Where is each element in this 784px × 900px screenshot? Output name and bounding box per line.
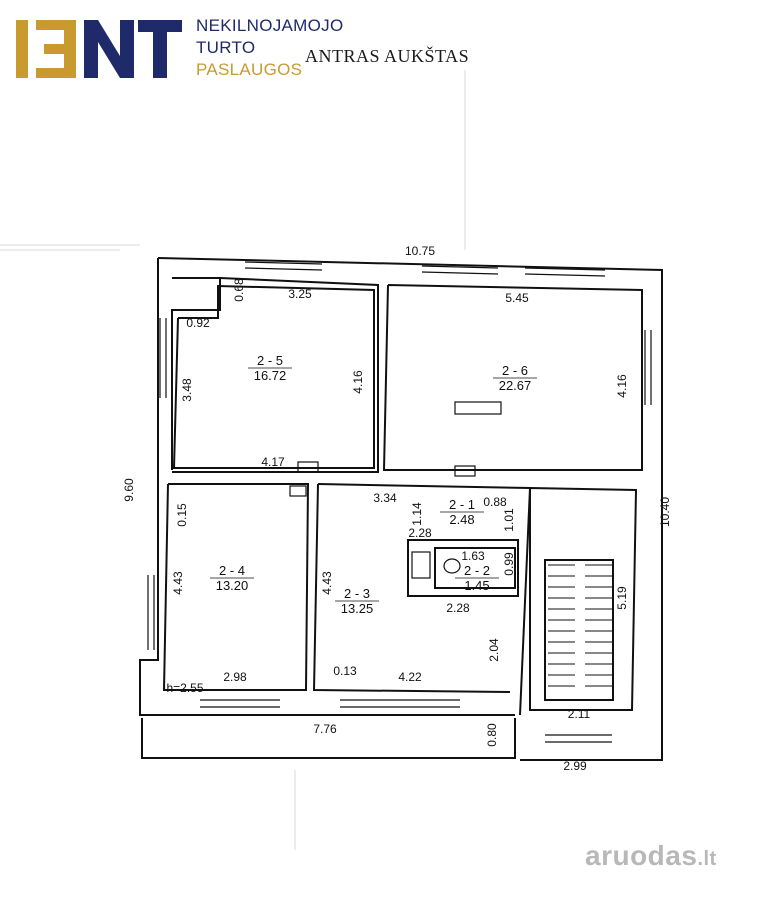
dimension-label: 4.43 xyxy=(171,571,185,595)
watermark-text: aruodas xyxy=(585,840,698,871)
dimension-label: 0.88 xyxy=(483,495,507,509)
watermark: aruodas.lt xyxy=(585,840,717,872)
dimension-label: 4.17 xyxy=(261,455,285,469)
dimension-label: 2.28 xyxy=(408,526,432,540)
staircase xyxy=(548,564,612,687)
dimension-label: 4.22 xyxy=(398,670,422,684)
plan-labels: 2 - 516.72 2 - 622.67 2 - 413.20 2 - 313.25… xyxy=(122,244,672,773)
dimension-label: 3.25 xyxy=(288,287,312,301)
dimension-label: 3.34 xyxy=(373,491,397,505)
dimension-label: 0.80 xyxy=(485,723,499,747)
exterior-walls xyxy=(139,257,663,761)
room-area: 13.20 xyxy=(216,578,249,593)
room-id: 2 - 5 xyxy=(257,353,283,368)
dimension-label: 10.40 xyxy=(658,497,672,527)
dimension-label: 2.28 xyxy=(446,601,470,615)
dimension-label: 2.99 xyxy=(563,759,587,773)
room-area: 22.67 xyxy=(499,378,532,393)
dimension-label: 2.98 xyxy=(223,670,247,684)
logo-mark-icon xyxy=(16,20,182,78)
dimension-label: h=2.55 xyxy=(166,681,203,695)
dimension-label: 9.60 xyxy=(122,478,136,502)
company-name-line1: NEKILNOJAMOJO xyxy=(196,16,344,35)
dimension-label: 4.16 xyxy=(615,374,629,398)
dimension-label: 2.04 xyxy=(487,638,501,662)
room-id: 2 - 6 xyxy=(502,363,528,378)
dimension-label: 10.75 xyxy=(405,244,435,258)
floor-title: ANTRAS AUKŠTAS xyxy=(305,46,470,66)
company-logo: NEKILNOJAMOJO TURTO PASLAUGOS xyxy=(14,14,343,84)
dimension-label: 2.11 xyxy=(568,707,591,721)
company-name-line3: PASLAUGOS xyxy=(196,60,303,79)
company-name-line2: TURTO xyxy=(196,38,256,57)
dimension-label: 0.68 xyxy=(232,278,246,302)
room-area: 1.45 xyxy=(464,578,489,593)
interior-walls xyxy=(141,284,638,759)
dimension-label: 0.92 xyxy=(186,316,210,330)
room-id: 2 - 4 xyxy=(219,563,245,578)
watermark-suffix: .lt xyxy=(697,848,717,870)
windows xyxy=(147,261,652,743)
dimension-label: 0.15 xyxy=(175,503,189,527)
dimension-label: 5.19 xyxy=(615,586,629,610)
room-area: 2.48 xyxy=(449,512,474,527)
room-id: 2 - 2 xyxy=(464,563,490,578)
room-area: 13.25 xyxy=(341,601,374,616)
dimension-label: 1.63 xyxy=(461,549,485,563)
room-id: 2 - 3 xyxy=(344,586,370,601)
toilet-icon xyxy=(443,558,461,574)
dimension-label: 4.43 xyxy=(320,571,334,595)
fixtures xyxy=(289,401,502,579)
dimension-label: 7.76 xyxy=(313,722,337,736)
dimension-label: 3.48 xyxy=(180,378,194,402)
dimension-label: 4.16 xyxy=(351,370,365,394)
room-area: 16.72 xyxy=(254,368,287,383)
dimension-label: 0.13 xyxy=(333,664,357,678)
dimension-label: 1.14 xyxy=(410,502,424,526)
dimension-label: 1.01 xyxy=(502,508,516,532)
room-id: 2 - 1 xyxy=(449,497,475,512)
scan-noise xyxy=(0,70,466,850)
dimension-label: 0.99 xyxy=(502,552,516,576)
dimension-label: 5.45 xyxy=(505,291,529,305)
